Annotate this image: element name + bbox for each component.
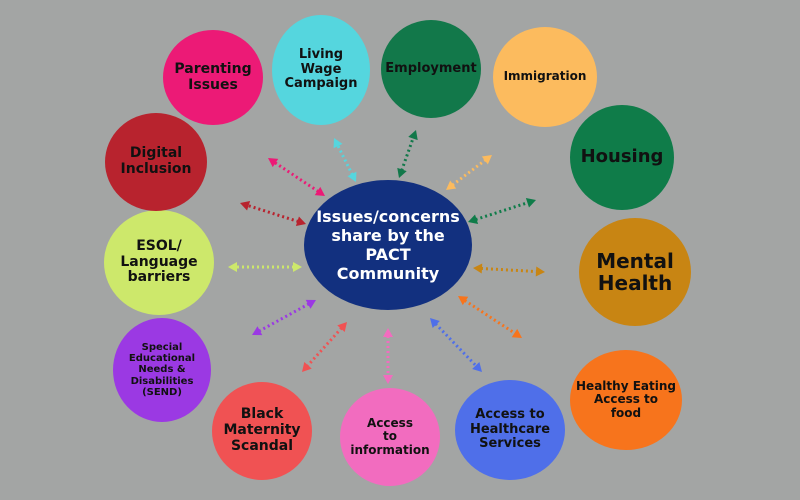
arrowhead-inner xyxy=(347,171,357,182)
arrowhead-inner xyxy=(314,186,325,196)
connector-line xyxy=(475,201,529,221)
topic-access-to-information: Access to information xyxy=(340,388,440,486)
arrowhead-outer xyxy=(481,155,492,165)
arrowhead-inner xyxy=(446,180,457,190)
topic-healthy-eating-access-to-food: Healthy Eating Access to food xyxy=(570,350,682,450)
arrowhead-inner xyxy=(430,318,440,328)
arrowhead-inner xyxy=(383,328,393,337)
topic-send: Special Educational Needs & Disabilities… xyxy=(113,318,211,422)
connector-line xyxy=(273,161,320,193)
arrowhead-outer xyxy=(472,362,482,372)
connector-line xyxy=(463,299,517,335)
arrowhead-outer xyxy=(268,158,279,168)
arrowhead-outer xyxy=(383,375,393,384)
topic-digital-inclusion: Digital Inclusion xyxy=(105,113,207,211)
arrowhead-outer xyxy=(240,200,251,211)
arrowhead-inner xyxy=(473,263,483,274)
topic-mental-health: Mental Health xyxy=(579,218,691,326)
arrowhead-inner xyxy=(337,322,347,333)
topic-black-maternity-scandal: Black Maternity Scandal xyxy=(212,382,312,480)
topic-living-wage-campaign: Living Wage Campaign xyxy=(272,15,370,125)
topic-access-to-healthcare-services: Access to Healthcare Services xyxy=(455,380,565,480)
arrowhead-outer xyxy=(302,361,312,372)
arrowhead-outer xyxy=(228,262,237,272)
hub-circle: Issues/concerns share by the PACT Commun… xyxy=(304,180,472,310)
topic-parenting-issues: Parenting Issues xyxy=(163,30,263,125)
connector-line xyxy=(336,144,354,176)
arrowhead-outer xyxy=(252,326,263,336)
topic-esol-language-barriers: ESOL/ Language barriers xyxy=(104,210,214,315)
arrowhead-inner xyxy=(468,214,479,224)
connector-line xyxy=(451,158,487,187)
arrowhead-outer xyxy=(535,266,545,277)
arrowhead-outer xyxy=(333,138,343,149)
arrowhead-inner xyxy=(458,296,469,306)
connector-line xyxy=(258,302,310,333)
topic-immigration: Immigration xyxy=(493,27,597,127)
connector-line xyxy=(247,203,299,224)
arrowhead-inner xyxy=(305,299,316,309)
arrowhead-inner xyxy=(293,262,302,272)
topic-employment: Employment xyxy=(381,20,481,118)
connector-line xyxy=(480,266,538,274)
arrowhead-inner xyxy=(397,167,407,178)
connector-line xyxy=(306,326,343,368)
arrowhead-outer xyxy=(511,328,522,338)
arrowhead-outer xyxy=(525,198,536,208)
connector-line xyxy=(434,322,478,368)
arrowhead-outer xyxy=(408,130,418,141)
connector-line xyxy=(400,137,415,171)
topic-housing: Housing xyxy=(570,105,674,210)
arrowhead-inner xyxy=(295,216,306,227)
